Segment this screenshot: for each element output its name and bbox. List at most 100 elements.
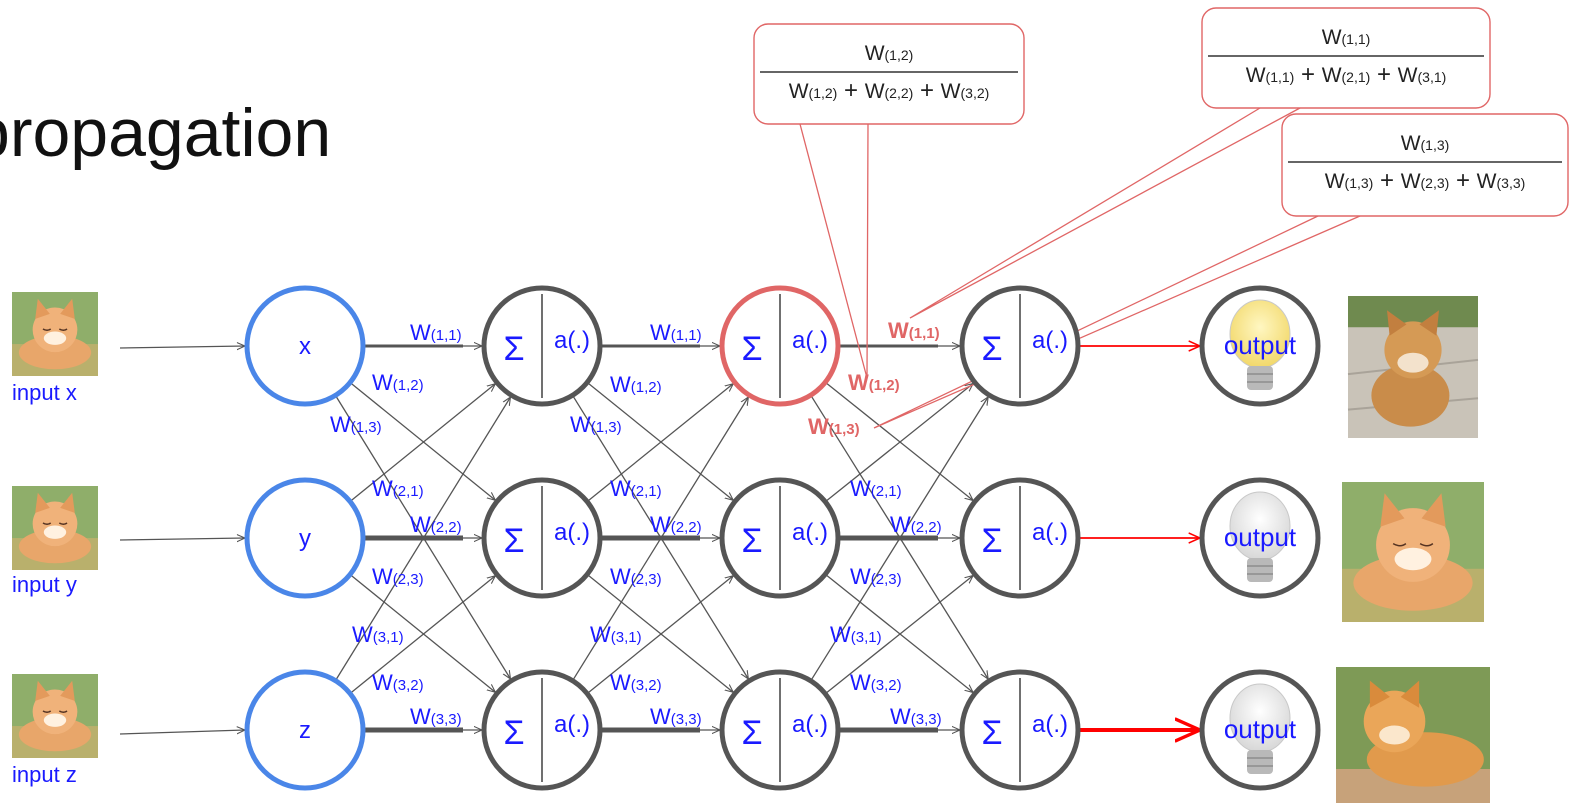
sum-symbol: Σ	[981, 714, 1002, 752]
weight-label-w31: W(3,1)	[352, 622, 404, 647]
activation-label: a(.)	[792, 327, 828, 354]
activation-label: a(.)	[1032, 711, 1068, 738]
edge	[824, 381, 973, 500]
callout-denominator: W(1,1) + W(2,1) + W(3,1)	[1246, 61, 1447, 88]
input-node-label: y	[299, 525, 311, 552]
callout-numerator: W(1,1)	[1322, 26, 1371, 49]
slide-title: kpropagation	[0, 95, 332, 171]
fox-output-photo	[1342, 482, 1484, 622]
input-label-x: input x	[12, 380, 77, 405]
weight-label-w21: W(2,1)	[850, 476, 902, 501]
edge	[824, 383, 973, 503]
activation-label: a(.)	[554, 519, 590, 546]
fox-illustration-z	[12, 674, 98, 758]
weight-label-w23: W(2,3)	[372, 564, 424, 589]
edge	[349, 576, 495, 694]
activation-label: a(.)	[792, 519, 828, 546]
weight-label-w33: W(3,3)	[410, 704, 462, 729]
weight-label-w13: W(1,3)	[330, 412, 382, 437]
weight-label-w22: W(2,2)	[890, 512, 942, 537]
edge	[349, 382, 495, 501]
weight-label-w21: W(2,1)	[372, 476, 424, 501]
weight-label-layer: W(1,1) W(1,2) W(1,3) W(2,1) W(2,2) W(2,3) W(3,…	[330, 318, 942, 729]
lightbulb-icon	[1229, 491, 1291, 582]
weight-label-w11: W(1,1)	[410, 320, 462, 345]
weight-label-w22: W(2,2)	[410, 512, 462, 537]
output-label: output	[1224, 330, 1297, 360]
callout-box	[1201, 7, 1491, 109]
weight-label-w31: W(3,1)	[830, 622, 882, 647]
cat-photo	[1336, 667, 1490, 803]
weight-label-w12: W(1,2)	[372, 370, 424, 395]
edge	[586, 384, 733, 503]
weight-label-w12: W(1,2)	[610, 372, 662, 397]
input-label-z: input z	[12, 762, 77, 787]
lightbulb-icon	[1229, 683, 1291, 774]
edge	[824, 573, 973, 692]
callout-box	[753, 23, 1025, 125]
weight-label-w32: W(3,2)	[850, 670, 902, 695]
weight-label-w23: W(2,3)	[610, 564, 662, 589]
input-node-z	[244, 669, 366, 791]
sum-symbol: Σ	[981, 330, 1002, 368]
shiba-dog-photo	[1347, 296, 1479, 438]
weight-label-w33: W(3,3)	[650, 704, 702, 729]
output-label: output	[1224, 522, 1297, 552]
activation-label: a(.)	[1032, 519, 1068, 546]
input-node-y	[244, 477, 366, 599]
activation-label: a(.)	[554, 327, 590, 354]
weight-label-w22: W(2,2)	[650, 512, 702, 537]
input-edge	[119, 538, 245, 540]
callout-w12: W(1,2) W(1,2) + W(2,2) + W(3,2)	[753, 23, 1025, 379]
activation-label: a(.)	[1032, 327, 1068, 354]
callout-numerator: W(1,2)	[865, 42, 914, 65]
input-node-label: x	[299, 333, 311, 360]
weight-label-w31: W(3,1)	[590, 622, 642, 647]
weight-label-w13: W(1,3)	[570, 412, 622, 437]
edge	[810, 397, 988, 682]
input-label-y: input y	[12, 572, 77, 597]
weight-label-w21: W(2,1)	[610, 476, 662, 501]
callout-tail	[799, 123, 869, 379]
edge	[586, 573, 733, 692]
weight-label-w23: W(2,3)	[850, 564, 902, 589]
weight-label-w32: W(3,2)	[610, 670, 662, 695]
callout-denominator: W(1,2) + W(2,2) + W(3,2)	[789, 77, 990, 104]
input-edge	[119, 346, 245, 348]
activation-label: a(.)	[792, 711, 828, 738]
activation-label: a(.)	[554, 711, 590, 738]
weight-label-w13-highlight: W(1,3)	[808, 414, 860, 439]
callout-tail	[873, 215, 1361, 429]
edge	[586, 381, 733, 500]
sum-symbol: Σ	[741, 522, 762, 560]
callout-numerator: W(1,3)	[1401, 132, 1450, 155]
edge	[586, 576, 733, 695]
sum-symbol: Σ	[503, 714, 524, 752]
weight-label-w11-highlight: W(1,1)	[888, 318, 940, 343]
photo-layer	[12, 292, 1490, 803]
callout-layer: W(1,2)W(1,2) + W(2,2) + W(3,2)W(1,1)W(1,…	[753, 7, 1569, 429]
callout-w13: W(1,3) W(1,3) + W(2,3) + W(3,3)	[873, 113, 1569, 429]
edge	[349, 574, 495, 693]
weight-label-w32: W(3,2)	[372, 670, 424, 695]
callout-w11: W(1,1) W(1,1) + W(2,1) + W(3,1)	[909, 7, 1491, 319]
edge	[334, 397, 510, 681]
fox-illustration-x	[12, 292, 98, 376]
callout-denominator: W(1,3) + W(2,3) + W(3,3)	[1325, 167, 1526, 194]
fox-illustration-y	[12, 486, 98, 570]
sum-symbol: Σ	[503, 330, 524, 368]
callout-box	[1281, 113, 1569, 217]
input-node-label: z	[299, 717, 311, 744]
callout-tail	[909, 107, 1301, 319]
edge	[824, 575, 973, 695]
weight-label-w12-highlight: W(1,2)	[848, 370, 900, 395]
input-edge	[119, 730, 245, 735]
output-label: output	[1224, 714, 1297, 744]
lightbulb-icon	[1229, 299, 1291, 390]
input-node-x	[244, 285, 366, 407]
weight-label-w11: W(1,1)	[650, 320, 702, 345]
edge-layer	[119, 346, 1200, 735]
edge	[349, 384, 495, 502]
edge	[572, 397, 749, 682]
